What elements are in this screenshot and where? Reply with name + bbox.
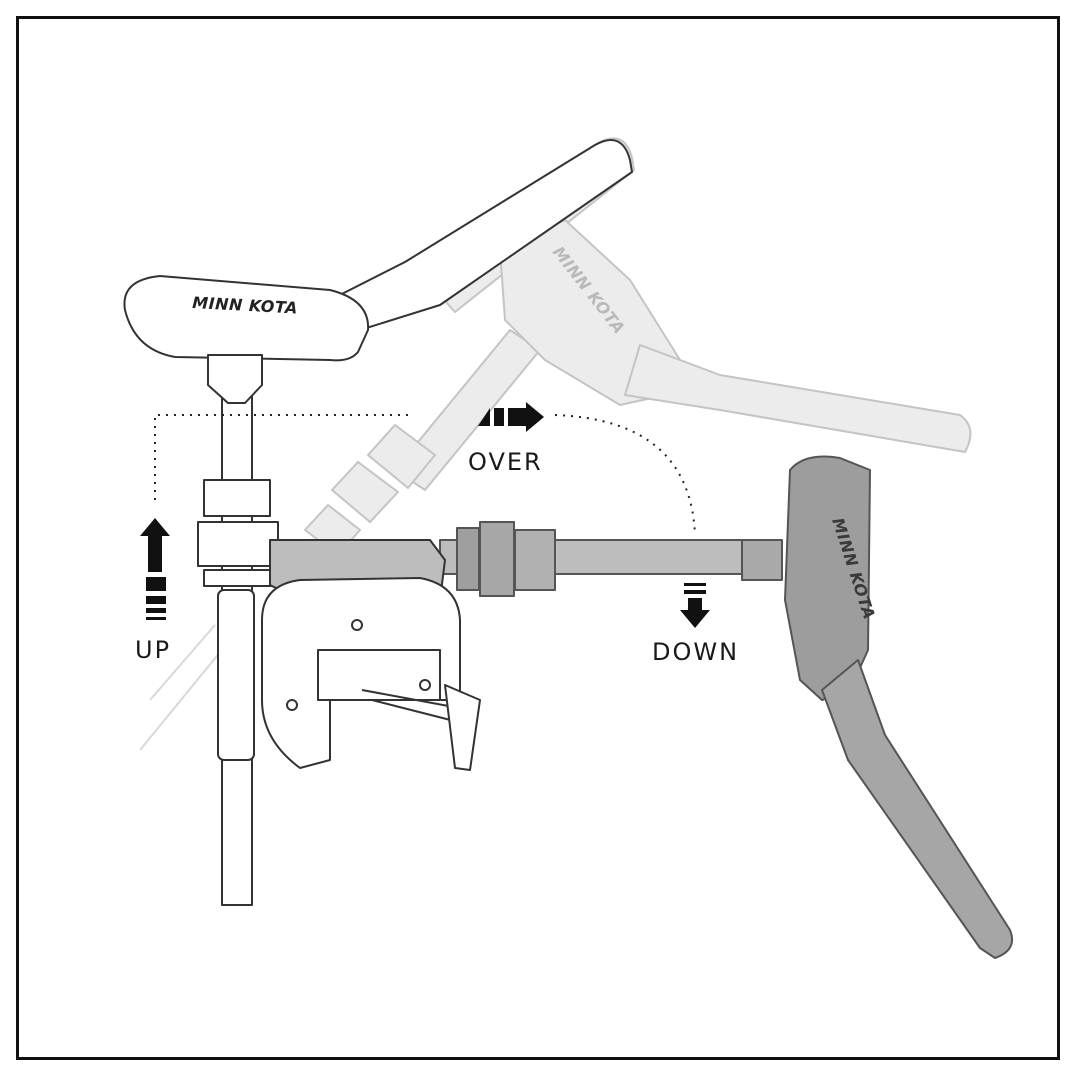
ghost-collar-2: [331, 461, 399, 523]
up-collar-3: [203, 569, 273, 587]
down-collar-1: [456, 527, 480, 591]
up-head-neck: [207, 354, 263, 404]
down-head: [784, 455, 871, 701]
over-dotted-path: [554, 414, 696, 536]
down-collar-2: [479, 521, 515, 597]
up-tiller-grip: [329, 139, 633, 331]
ghost-line-2: [149, 624, 216, 701]
down-collar-3: [514, 529, 556, 591]
bolt-2: [286, 699, 298, 711]
down-label: DOWN: [652, 638, 739, 666]
up-collar-1: [203, 479, 271, 517]
up-position: MINN KOTA: [123, 139, 633, 906]
over-label: OVER: [468, 448, 543, 476]
clamp-jaw: [317, 649, 441, 701]
up-label: UP: [135, 636, 171, 664]
bolt-1: [351, 619, 363, 631]
down-grip: [821, 659, 1014, 959]
over-arrow-icon: [478, 402, 544, 432]
ghost-collar-1: [367, 424, 436, 489]
up-head: [123, 275, 370, 362]
up-arrow-icon: [140, 518, 170, 620]
clamp-lever: [444, 684, 481, 771]
bolt-3: [419, 679, 431, 691]
ghost-lower-grip: [624, 344, 972, 453]
up-collar-2: [197, 521, 279, 567]
down-neck: [741, 539, 783, 581]
bracket-side-plate: [217, 589, 255, 761]
ghost-line-1: [139, 639, 231, 751]
down-position: MINN KOTA: [439, 455, 1014, 959]
down-arrow-icon: [680, 583, 710, 628]
